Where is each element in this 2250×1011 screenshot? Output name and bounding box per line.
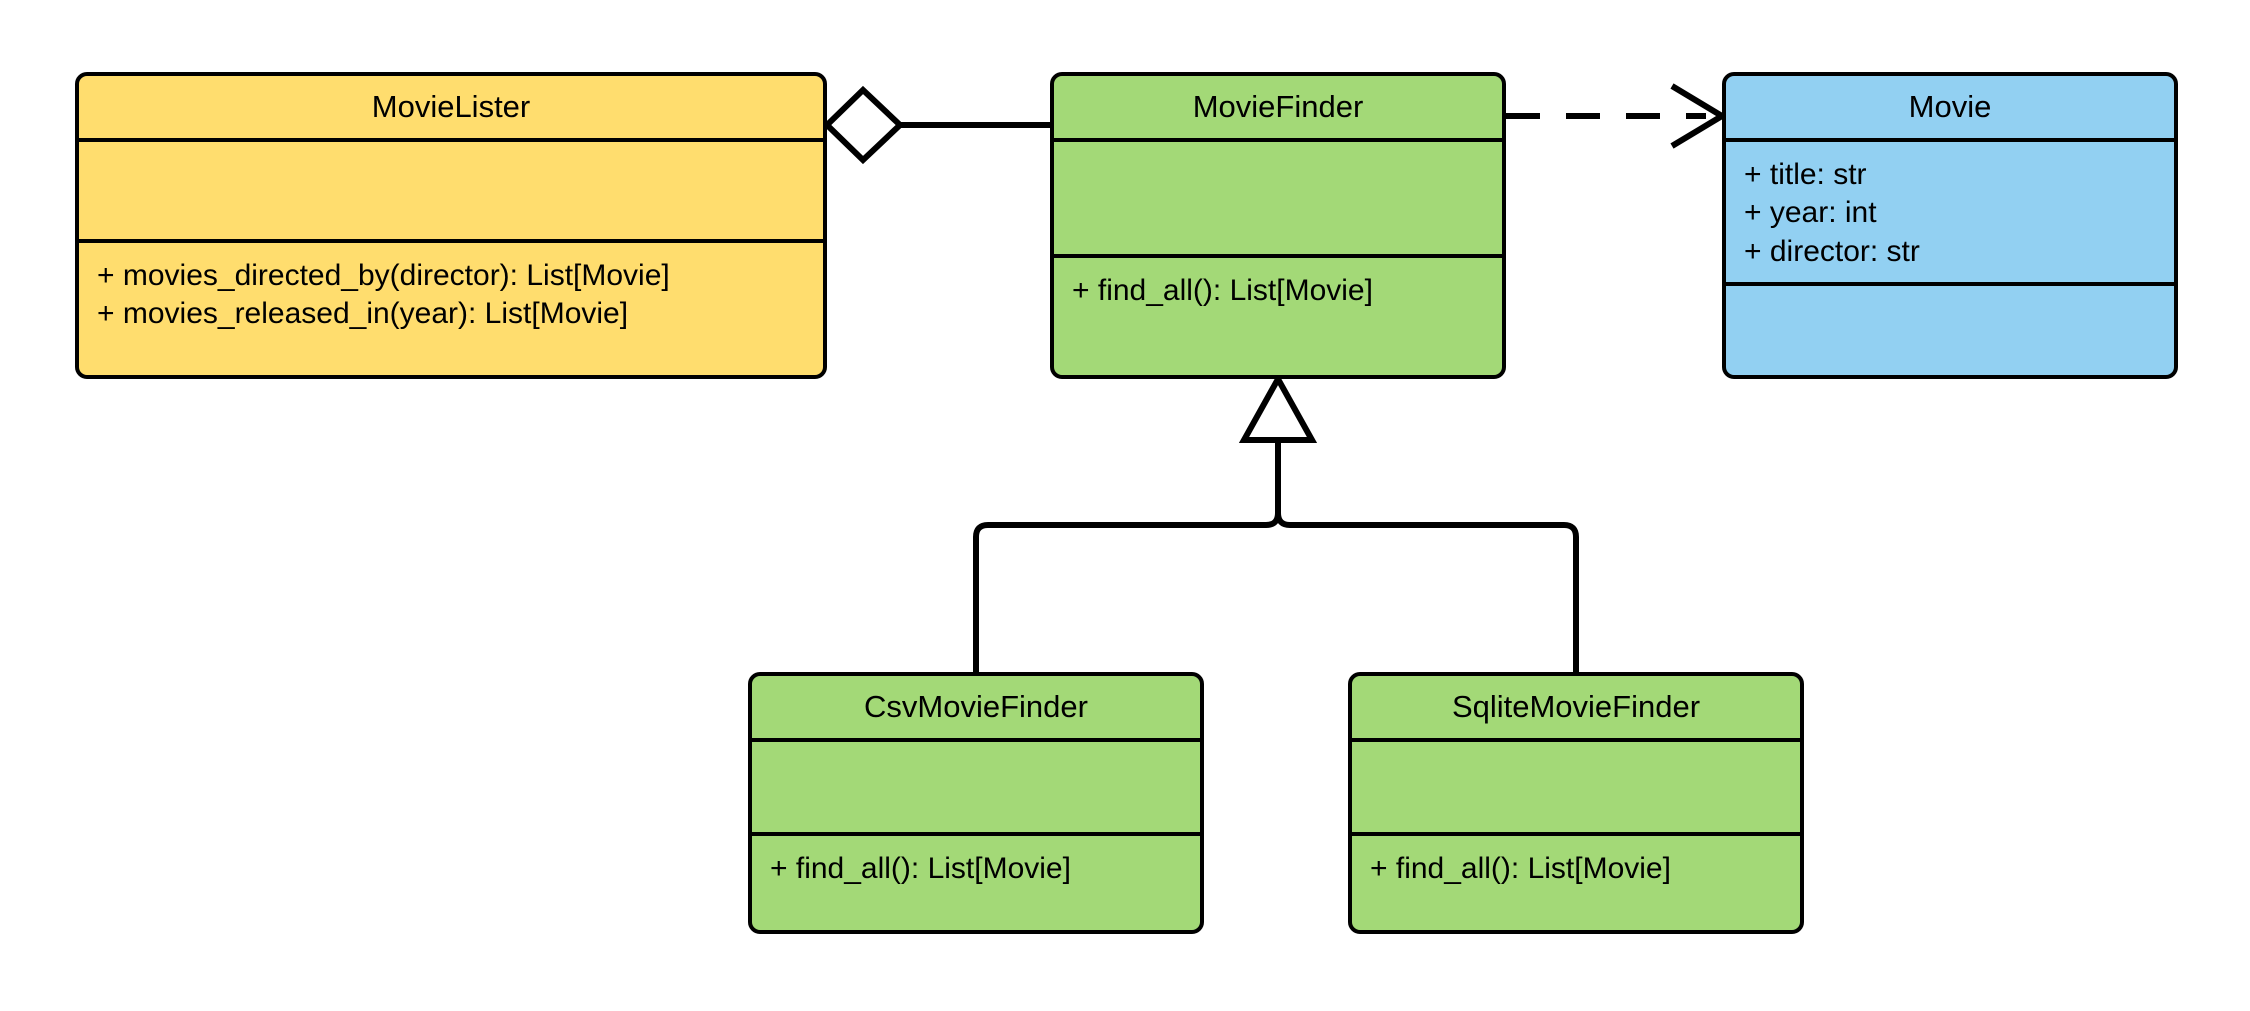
uml-class-movie[interactable]: Movie + title: str + year: int + directo… — [1722, 72, 2178, 379]
dependency-edge-moviefinder-movie[interactable] — [1506, 83, 1728, 149]
empty-attributes — [79, 142, 823, 239]
class-title: MovieFinder — [1192, 88, 1364, 124]
class-name-compartment: MovieFinder — [1054, 76, 1502, 142]
class-title: MovieLister — [371, 88, 531, 124]
method-item: + find_all(): List[Movie] — [1370, 852, 1671, 885]
attribute-item: + title: str — [1744, 158, 1867, 191]
empty-attributes — [1054, 142, 1502, 254]
generalization-branch-csv — [973, 440, 1281, 672]
class-methods-compartment: + movies_directed_by(director): List[Mov… — [79, 243, 823, 334]
uml-class-csvmoviefinder[interactable]: CsvMovieFinder + find_all(): List[Movie] — [748, 672, 1204, 934]
method-item: + movies_directed_by(director): List[Mov… — [97, 259, 670, 292]
attribute-list: + title: str + year: int + director: str — [1726, 142, 2174, 271]
method-item: + find_all(): List[Movie] — [770, 852, 1071, 885]
uml-class-sqlitemoviefinder[interactable]: SqliteMovieFinder + find_all(): List[Mov… — [1348, 672, 1804, 934]
generalization-edge-tree[interactable] — [973, 372, 1579, 672]
class-methods-compartment: + find_all(): List[Movie] — [1054, 258, 1502, 310]
attribute-item: + director: str — [1744, 234, 1920, 268]
class-name-compartment: Movie — [1726, 76, 2174, 142]
method-list: + find_all(): List[Movie] — [1352, 836, 1800, 888]
class-name-compartment: CsvMovieFinder — [752, 676, 1200, 742]
method-item: + movies_released_in(year): List[Movie] — [97, 297, 629, 331]
class-name-compartment: SqliteMovieFinder — [1352, 676, 1800, 742]
generalization-branch-sqlite — [1275, 440, 1579, 672]
open-arrow-icon — [1670, 83, 1728, 149]
attribute-item: + year: int — [1744, 196, 1877, 230]
method-list: + movies_directed_by(director): List[Mov… — [79, 243, 823, 334]
method-list: + find_all(): List[Movie] — [752, 836, 1200, 888]
aggregation-edge-movielister-moviefinder[interactable] — [822, 85, 1050, 165]
class-attributes-compartment — [79, 142, 823, 243]
class-title: SqliteMovieFinder — [1451, 688, 1701, 724]
empty-attributes — [1352, 742, 1800, 832]
class-title: Movie — [1908, 88, 1992, 124]
uml-class-moviefinder[interactable]: MovieFinder + find_all(): List[Movie] — [1050, 72, 1506, 379]
method-list: + find_all(): List[Movie] — [1054, 258, 1502, 310]
class-attributes-compartment: + title: str + year: int + director: str — [1726, 142, 2174, 286]
class-attributes-compartment — [752, 742, 1200, 836]
class-attributes-compartment — [1054, 142, 1502, 258]
method-item: + find_all(): List[Movie] — [1072, 274, 1373, 307]
empty-attributes — [752, 742, 1200, 832]
hollow-diamond-icon — [822, 85, 905, 165]
class-methods-compartment: + find_all(): List[Movie] — [1352, 836, 1800, 888]
class-name-compartment: MovieLister — [79, 76, 823, 142]
hollow-triangle-icon — [1238, 372, 1318, 443]
uml-class-movielister[interactable]: MovieLister + movies_directed_by(directo… — [75, 72, 827, 379]
class-title: CsvMovieFinder — [864, 688, 1088, 724]
class-methods-compartment: + find_all(): List[Movie] — [752, 836, 1200, 888]
class-attributes-compartment — [1352, 742, 1800, 836]
